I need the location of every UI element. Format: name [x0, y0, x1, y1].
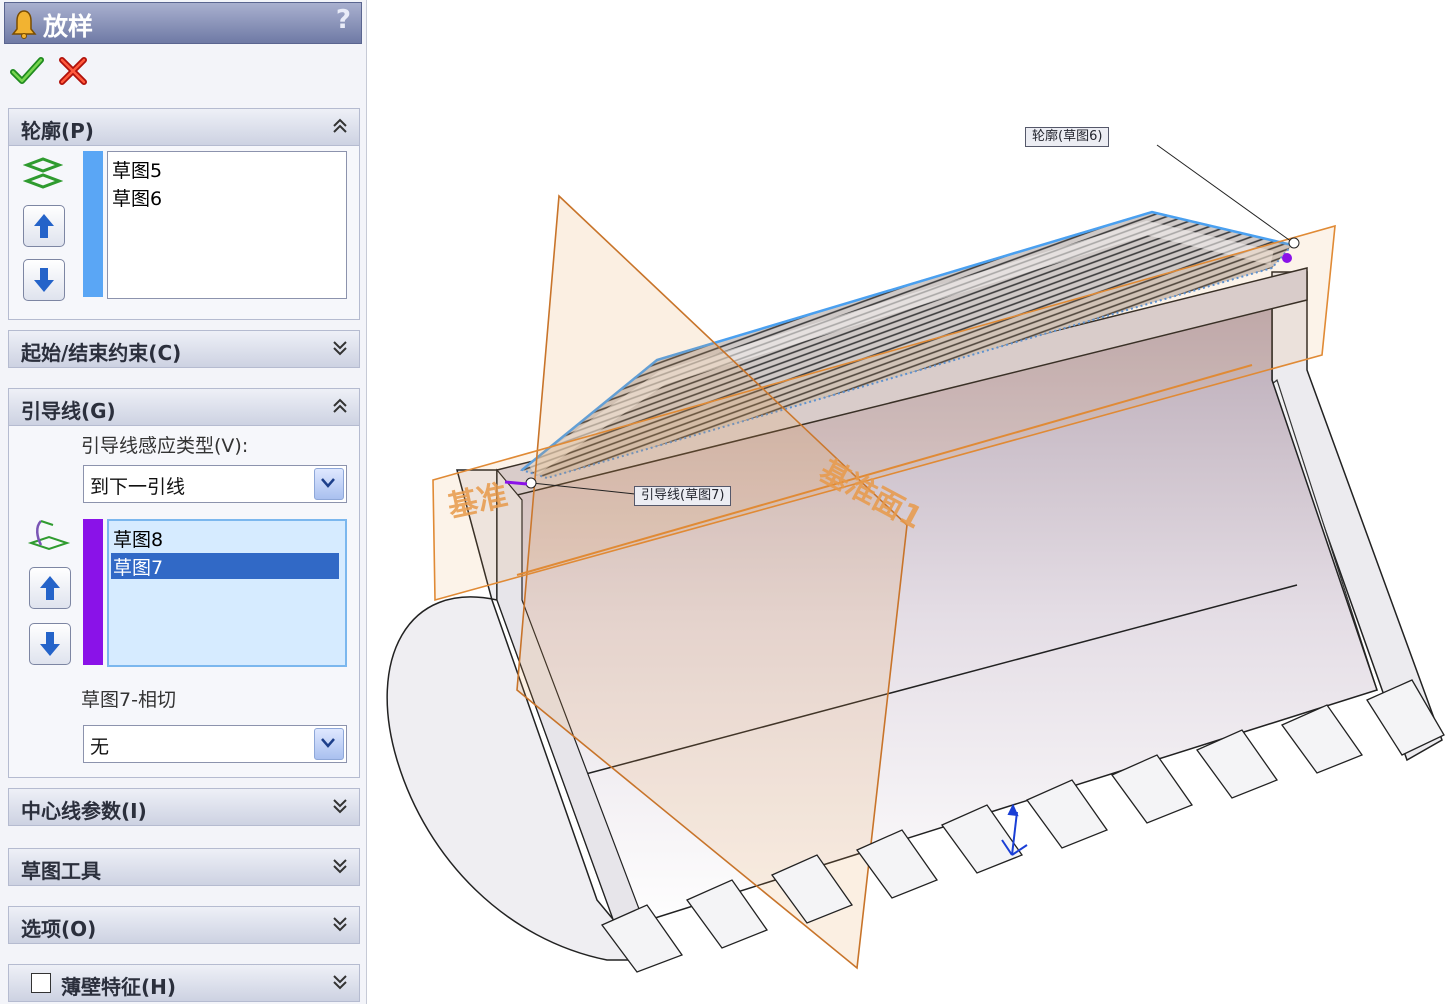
profile-icon	[22, 155, 64, 195]
list-item[interactable]: 草图5	[112, 160, 163, 182]
x-icon	[59, 57, 87, 85]
guides-group: 引导线(G) 引导线感应类型(V): 到下一引线 草图8 草图7	[8, 388, 360, 778]
origin-triad-icon	[1001, 803, 1028, 856]
arrow-down-icon	[40, 632, 60, 656]
help-button[interactable]: ?	[335, 5, 351, 35]
guide-color-bar	[83, 519, 103, 665]
profile-move-down-button[interactable]	[23, 259, 65, 301]
centerline-header[interactable]: 中心线参数(I)	[9, 789, 359, 825]
constraints-title: 起始/结束约束(C)	[21, 341, 182, 365]
arrow-up-icon	[34, 214, 54, 238]
tangency-select[interactable]: 无	[83, 725, 347, 763]
profile-color-bar	[83, 151, 103, 297]
list-item[interactable]: 草图8	[113, 529, 164, 551]
guide-move-down-button[interactable]	[29, 623, 71, 665]
guide-influence-label: 引导线感应类型(V):	[81, 435, 249, 457]
chevron-down-icon[interactable]	[331, 857, 349, 879]
chevron-down-icon[interactable]	[331, 797, 349, 819]
arrow-up-icon	[40, 576, 60, 600]
options-header[interactable]: 选项(O)	[9, 907, 359, 943]
sketch-tools-title: 草图工具	[21, 859, 101, 883]
options-group: 选项(O)	[8, 906, 360, 944]
graphics-area[interactable]: 轮廓(草图6) 引导线(草图7) 基准面1 基准	[367, 0, 1446, 1004]
guides-title: 引导线(G)	[21, 399, 116, 423]
thin-feature-header[interactable]: 薄壁特征(H)	[9, 965, 359, 1001]
bucket-model[interactable]	[367, 0, 1446, 1004]
profiles-title: 轮廓(P)	[21, 119, 94, 143]
profile-move-up-button[interactable]	[23, 205, 65, 247]
bucket-teeth[interactable]	[600, 679, 1445, 973]
check-icon	[10, 57, 44, 84]
centerline-group: 中心线参数(I)	[8, 788, 360, 826]
profiles-header[interactable]: 轮廓(P)	[9, 109, 359, 146]
thin-feature-checkbox[interactable]	[31, 973, 51, 993]
guide-handle[interactable]	[525, 477, 537, 489]
cancel-button[interactable]	[56, 54, 90, 88]
chevron-up-icon[interactable]	[331, 117, 349, 139]
guides-header[interactable]: 引导线(G)	[9, 389, 359, 426]
thin-feature-group: 薄壁特征(H)	[8, 964, 360, 1002]
property-manager: 放样 ? 轮廓(P)	[0, 0, 367, 1004]
chevron-down-icon[interactable]	[314, 728, 344, 760]
guide-callout[interactable]: 引导线(草图7)	[634, 486, 732, 506]
list-item[interactable]: 草图6	[112, 188, 163, 210]
chevron-down-icon[interactable]	[331, 973, 349, 995]
tangency-label: 草图7-相切	[81, 689, 176, 711]
loft-preview[interactable]	[519, 210, 1294, 480]
ok-button[interactable]	[10, 54, 44, 88]
loft-feature-icon	[11, 9, 37, 43]
sketch-tools-header[interactable]: 草图工具	[9, 849, 359, 885]
title-bar: 放样 ?	[4, 2, 362, 44]
guide-influence-select[interactable]: 到下一引线	[83, 465, 347, 503]
constraints-group: 起始/结束约束(C)	[8, 330, 360, 368]
profiles-list[interactable]: 草图5 草图6	[107, 151, 347, 299]
guide-influence-value: 到下一引线	[90, 476, 186, 498]
guide-curve-icon	[27, 517, 71, 561]
chevron-down-icon[interactable]	[331, 915, 349, 937]
profile-handle[interactable]	[1288, 237, 1300, 249]
left-side-plate[interactable]	[386, 469, 649, 961]
reference-plane-1[interactable]	[516, 194, 908, 970]
guides-list[interactable]: 草图8 草图7	[107, 519, 347, 667]
profile-callout[interactable]: 轮廓(草图6)	[1025, 127, 1110, 147]
chevron-down-icon[interactable]	[331, 339, 349, 361]
reference-plane-2[interactable]	[432, 224, 1336, 602]
tangency-value: 无	[90, 736, 110, 758]
constraints-header[interactable]: 起始/结束约束(C)	[9, 331, 359, 367]
sketch-tools-group: 草图工具	[8, 848, 360, 886]
profiles-group: 轮廓(P) 草图5 草图6	[8, 108, 360, 320]
chevron-up-icon[interactable]	[331, 397, 349, 419]
arrow-down-icon	[34, 268, 54, 292]
chevron-down-icon[interactable]	[314, 468, 344, 500]
centerline-title: 中心线参数(I)	[21, 799, 147, 823]
panel-title: 放样	[43, 12, 94, 41]
thin-feature-title: 薄壁特征(H)	[61, 975, 177, 999]
list-item-selected[interactable]: 草图7	[111, 553, 339, 579]
guide-move-up-button[interactable]	[29, 567, 71, 609]
options-title: 选项(O)	[21, 917, 97, 941]
